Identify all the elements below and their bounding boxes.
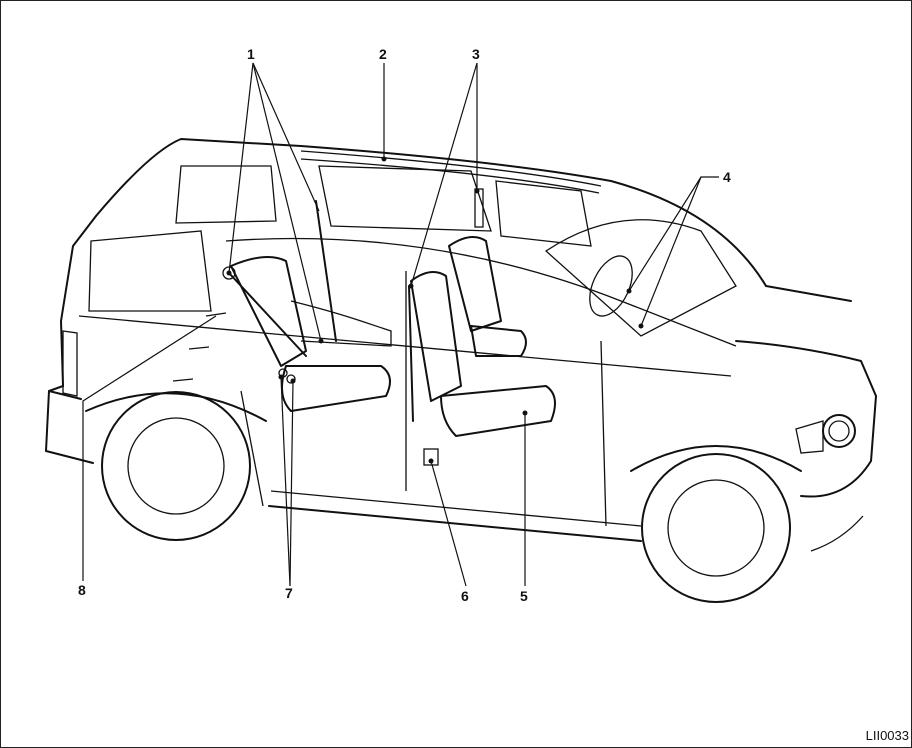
seat-belts [222,188,484,466]
callout-2: 2 [379,46,387,62]
leader-lines [82,62,719,587]
tether-anchors [172,312,227,382]
callout-4: 4 [723,169,731,185]
callout-3: 3 [472,46,480,62]
rear-seat [230,256,392,412]
callout-5: 5 [520,588,528,604]
vehicle-body [45,138,877,552]
front-passenger-seat [410,271,556,437]
callout-7: 7 [285,585,293,601]
front-wheel [630,445,802,603]
callout-1: 1 [247,46,255,62]
figure-id-label: LII0033 [865,728,909,743]
driver-seat [448,236,633,357]
callout-8: 8 [78,582,86,598]
rear-wheel [85,391,267,541]
leader-dots [226,156,644,464]
callout-6: 6 [461,588,469,604]
